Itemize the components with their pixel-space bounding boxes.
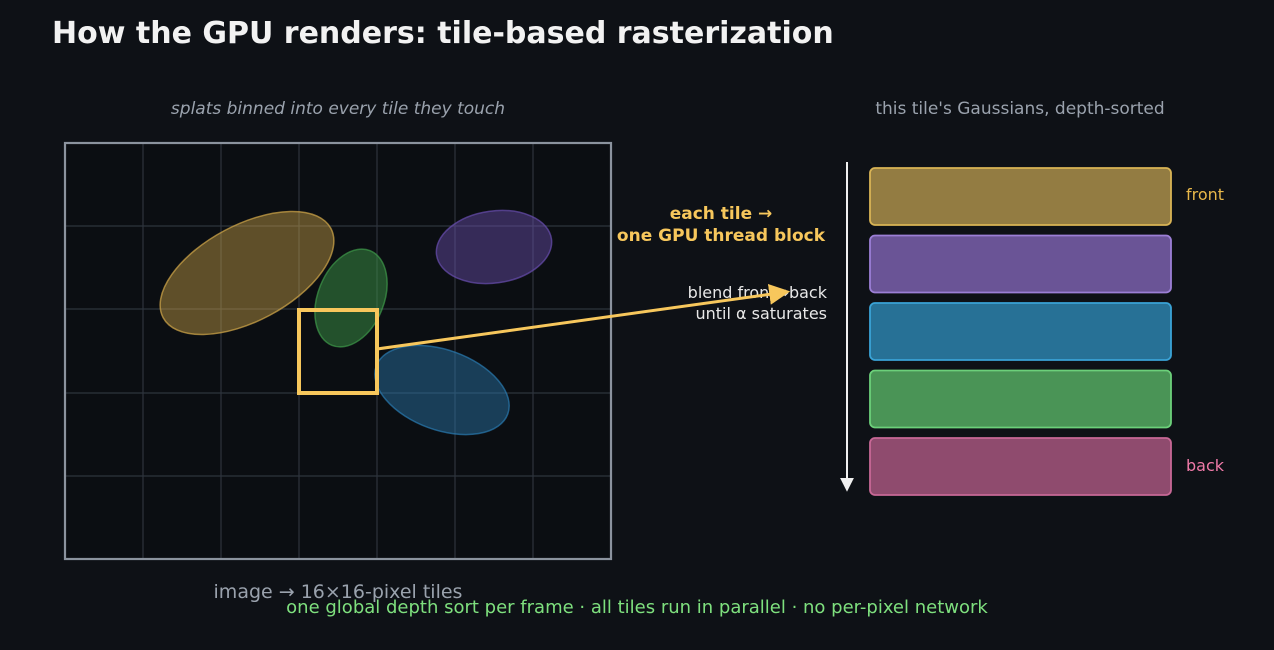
depth-stack-bar xyxy=(869,437,1172,496)
image-frame-border xyxy=(63,141,613,561)
left-panel-footer: image → 16×16-pixel tiles xyxy=(214,581,463,603)
image-tile-grid xyxy=(65,143,611,559)
bottom-note: one global depth sort per frame · all ti… xyxy=(286,597,988,618)
blend-note-line-1: blend front→back xyxy=(688,283,828,302)
blend-note-line-2: until α saturates xyxy=(695,304,827,323)
splat-purple xyxy=(435,209,553,285)
left-panel-caption: splats binned into every tile they touch xyxy=(171,99,505,119)
depth-stack-bar xyxy=(869,369,1172,429)
splat-green xyxy=(314,248,388,348)
back-label: back xyxy=(1186,456,1225,475)
callout-line-1: each tile → xyxy=(670,204,773,224)
gaussian-splats xyxy=(159,209,553,436)
right-panel-caption: this tile's Gaussians, depth-sorted xyxy=(875,99,1164,119)
front-label: front xyxy=(1186,185,1224,204)
image-frame-background xyxy=(65,143,611,559)
splat-gold xyxy=(159,210,335,336)
callout-line-2: one GPU thread block xyxy=(617,226,826,246)
page-title: How the GPU renders: tile-based rasteriz… xyxy=(52,16,834,51)
depth-stack-bar xyxy=(869,302,1172,361)
tile-to-stack-arrow xyxy=(376,283,791,351)
depth-stack-bar xyxy=(869,167,1172,226)
highlighted-tile xyxy=(297,308,379,395)
depth-stack-bar xyxy=(869,234,1172,294)
depth-sorted-stack xyxy=(869,167,1172,496)
